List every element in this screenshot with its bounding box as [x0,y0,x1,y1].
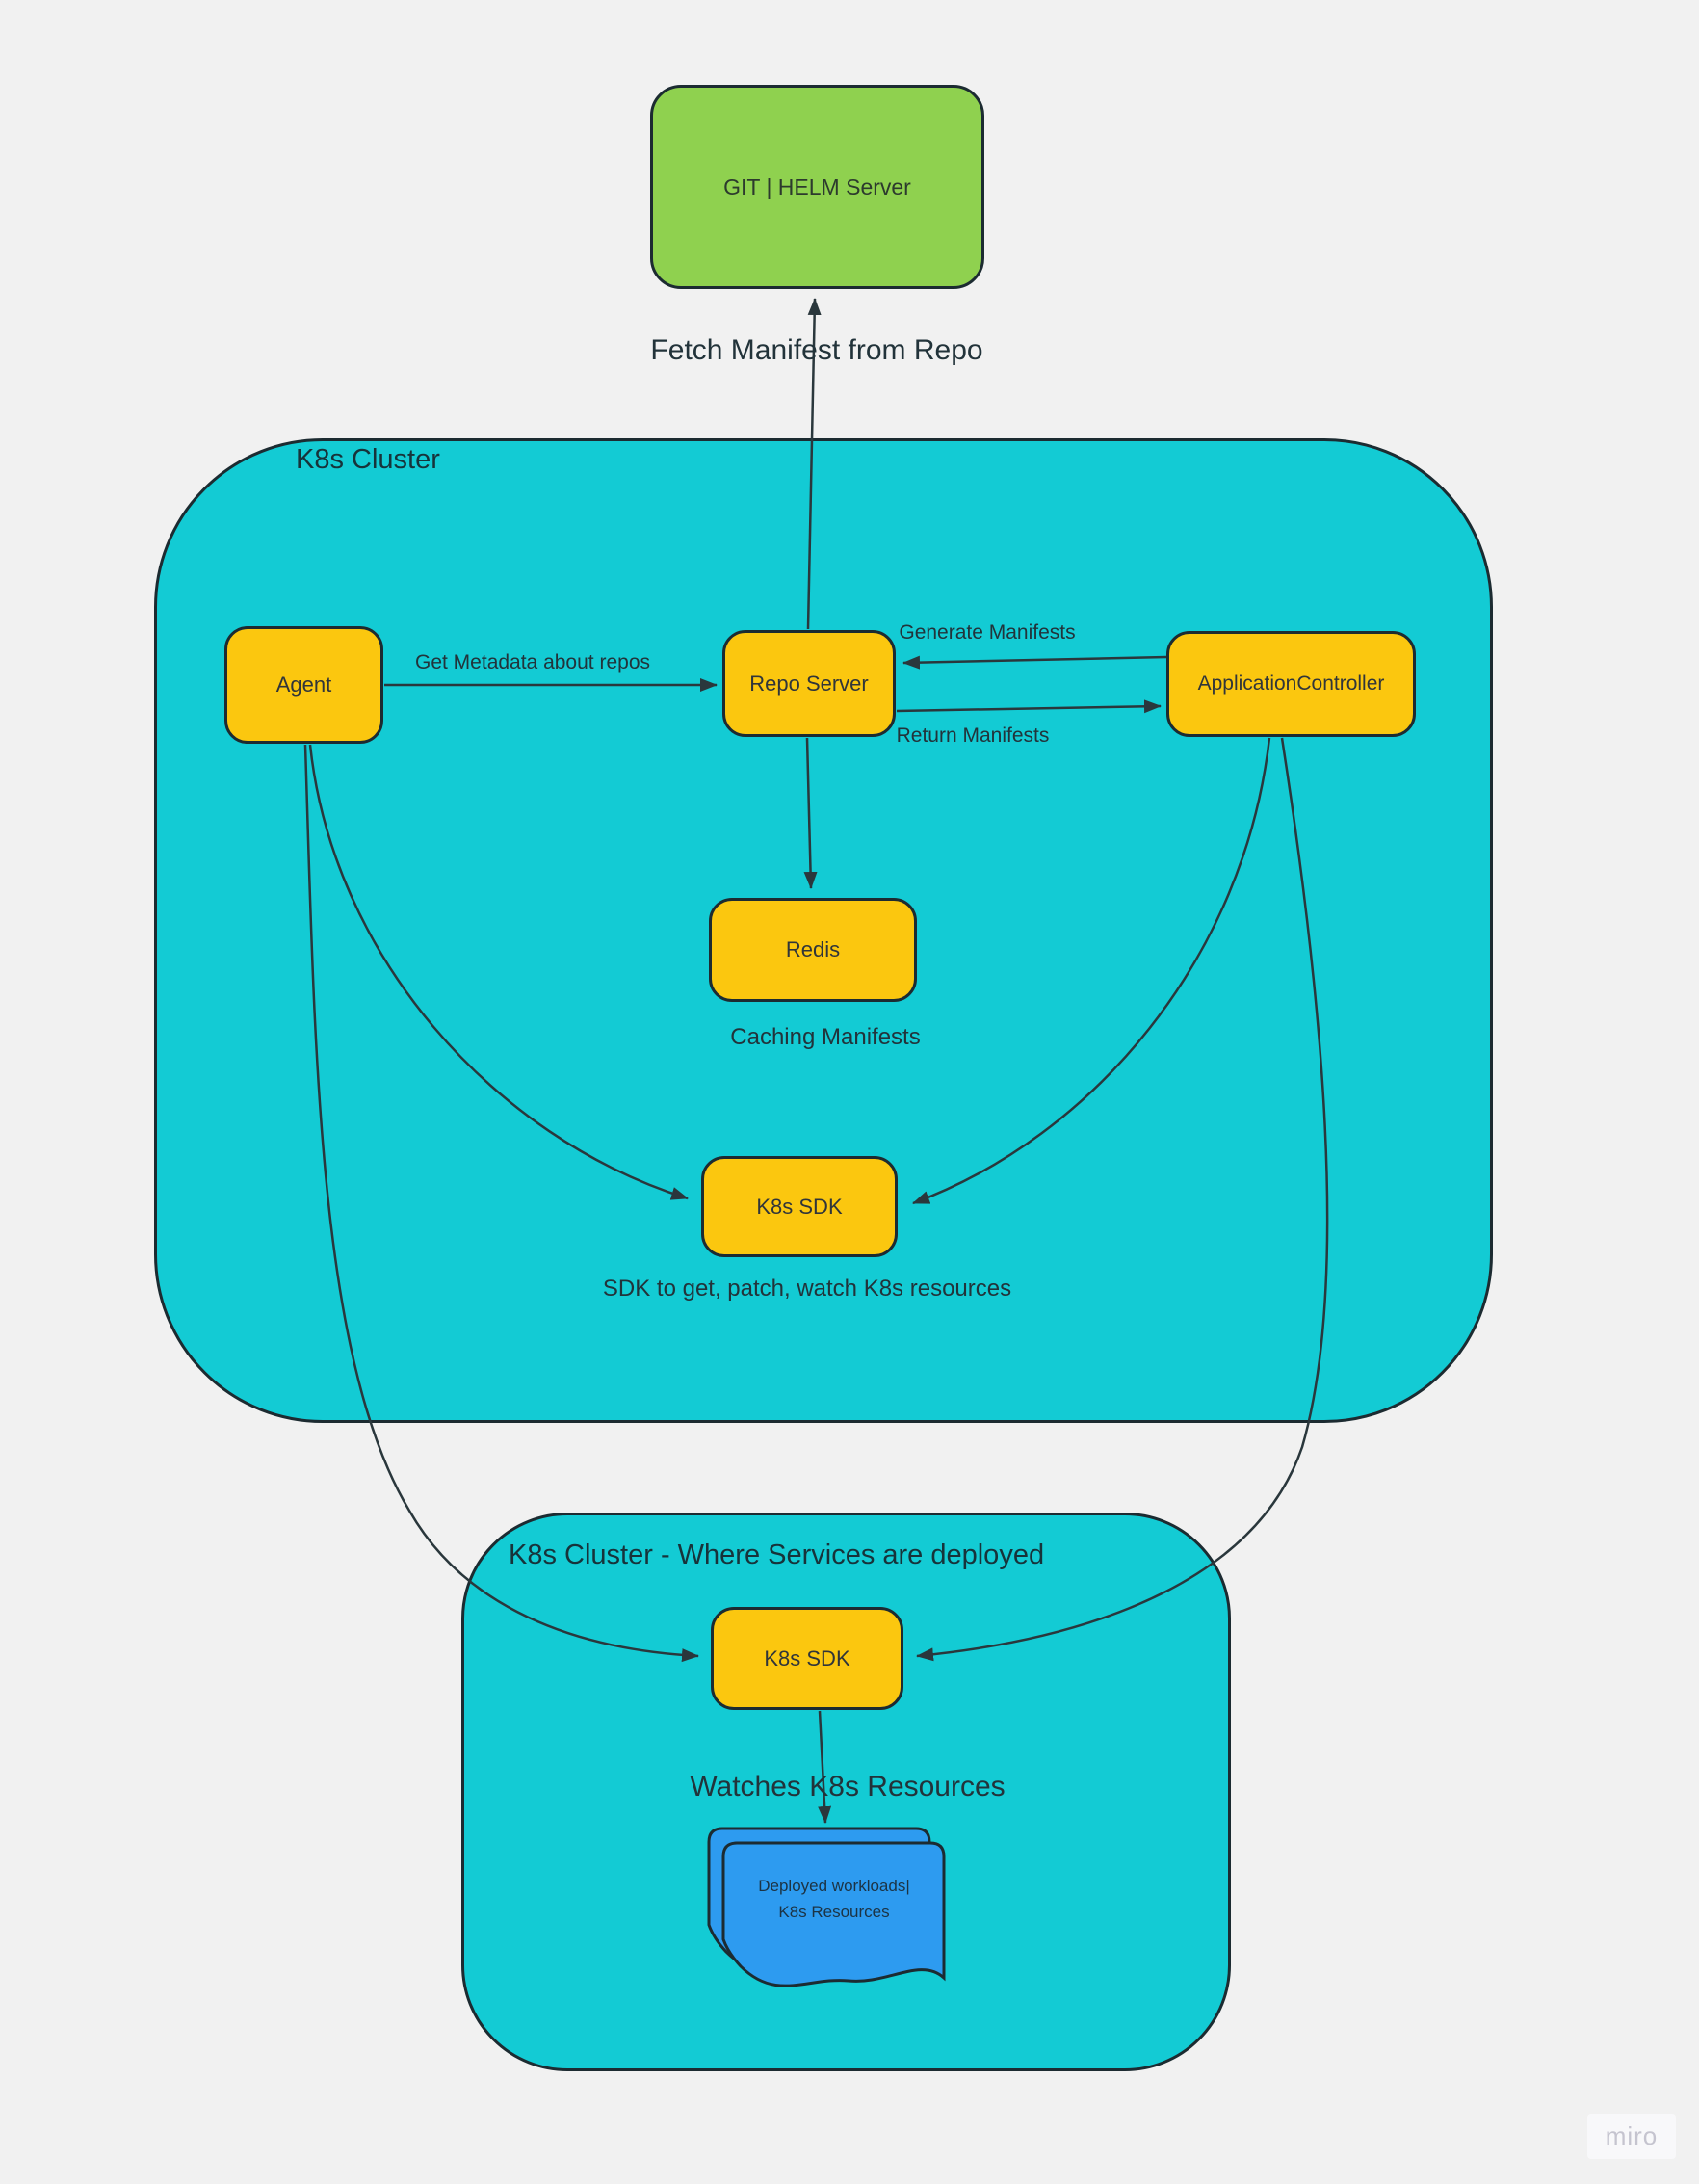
cluster2-title[interactable]: K8s Cluster - Where Services are deploye… [509,1539,1045,1570]
connector-agent-to-sdk1[interactable] [308,744,689,1200]
node-k8s-sdk-cluster2[interactable]: K8s SDK [711,1607,903,1710]
connector-appctrl-to-sdk1[interactable] [912,737,1271,1205]
connector-repo-to-git[interactable] [806,298,822,630]
connector-repo-to-appctrl[interactable] [896,699,1162,714]
connector-appctrl-to-sdk2[interactable] [916,737,1329,1662]
label-fetch-manifest[interactable]: Fetch Manifest from Repo [650,334,983,366]
label-get-metadata[interactable]: Get Metadata about repos [415,651,650,673]
node-application-controller[interactable]: ApplicationController [1166,631,1416,737]
label-watches-resources[interactable]: Watches K8s Resources [690,1771,1006,1802]
label-caching-manifests[interactable]: Caching Manifests [730,1024,921,1050]
connector-agent-to-sdk2[interactable] [303,744,699,1663]
label-return-manifests[interactable]: Return Manifests [896,724,1050,747]
cluster1-title[interactable]: K8s Cluster [296,444,440,475]
connector-sdk2-to-workloads[interactable] [818,1710,832,1824]
miro-watermark: miro [1587,2114,1676,2159]
document-label-line2: K8s Resources [778,1903,890,1921]
label-sdk-description[interactable]: SDK to get, patch, watch K8s resources [602,1276,1012,1302]
connector-repo-to-redis[interactable] [803,737,818,889]
document-shape-front[interactable] [721,1841,946,1987]
node-redis[interactable]: Redis [709,898,917,1002]
node-repo-server[interactable]: Repo Server [722,630,896,737]
label-generate-manifests[interactable]: Generate Manifests [899,621,1076,644]
node-k8s-sdk-cluster1[interactable]: K8s SDK [701,1156,898,1257]
node-agent[interactable]: Agent [224,626,383,744]
connector-appctrl-to-repo[interactable] [902,655,1167,670]
document-label-line1: Deployed workloads| [758,1877,910,1895]
document-label[interactable]: Deployed workloads| K8s Resources [758,1873,910,1925]
node-git-helm-server[interactable]: GIT | HELM Server [650,85,984,289]
miro-watermark-text: miro [1605,2121,1659,2150]
